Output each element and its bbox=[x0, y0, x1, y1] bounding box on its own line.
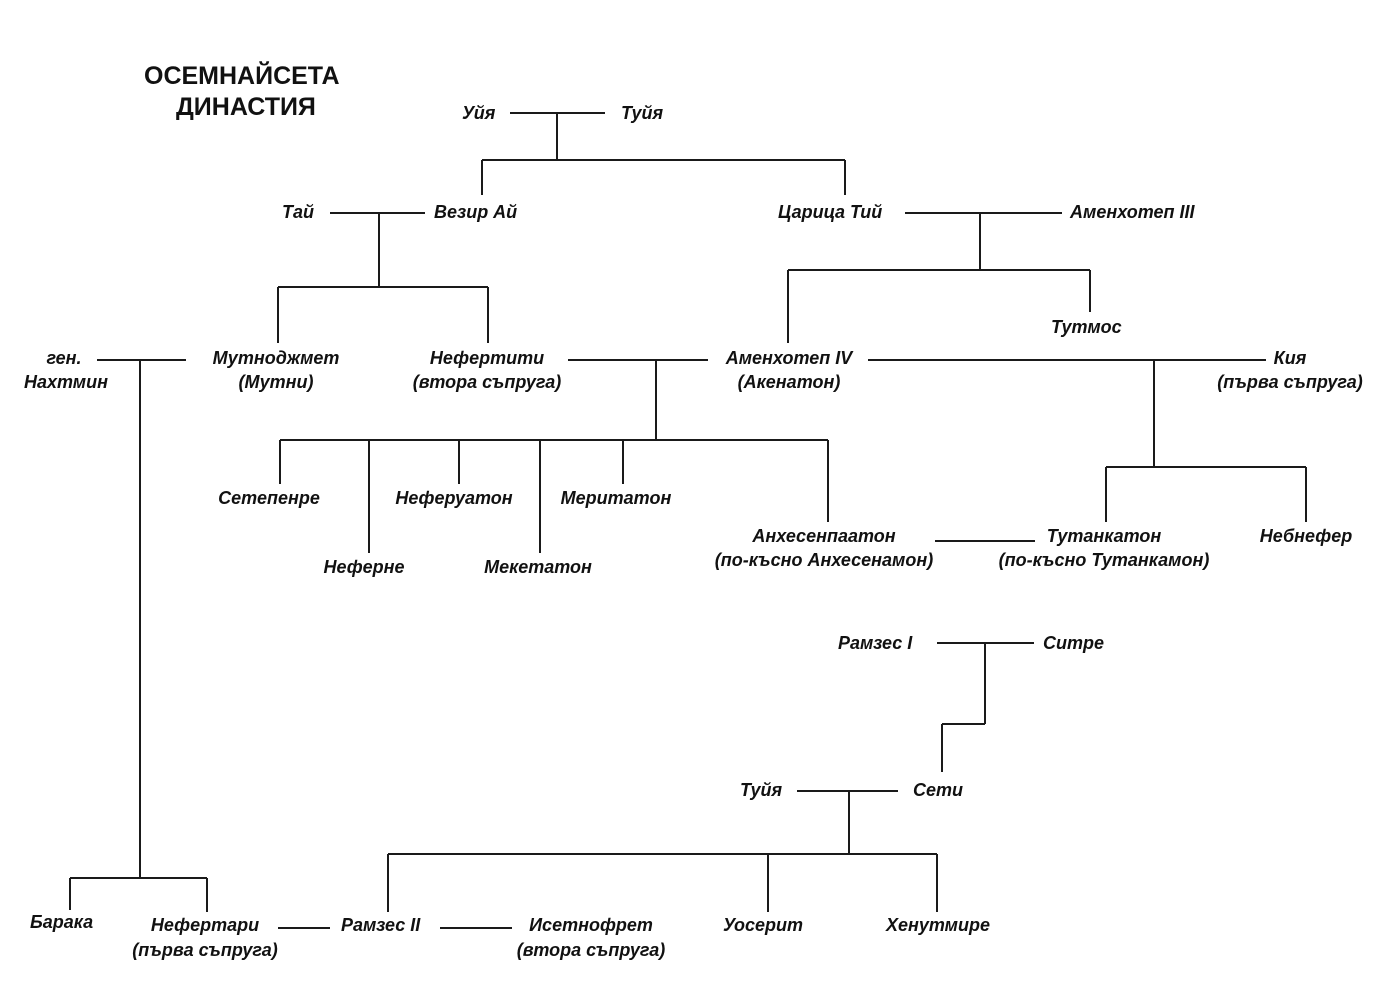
person-baraka: Барака bbox=[30, 912, 94, 932]
person-uya: Уйя bbox=[462, 103, 496, 123]
person-ramzes-i: Рамзес I bbox=[838, 633, 913, 653]
person-nefertiti-note: (втора съпруга) bbox=[412, 372, 562, 392]
diagram-title-line2: ДИНАСТИЯ bbox=[176, 93, 316, 121]
person-anhesenpaaton: Анхесенпаатон bbox=[752, 526, 896, 546]
person-henutmire: Хенутмире bbox=[886, 915, 990, 935]
person-meritaton: Меритатон bbox=[560, 488, 672, 508]
person-neferne: Неферне bbox=[323, 557, 405, 577]
person-ramzes-ii: Рамзес II bbox=[341, 915, 421, 935]
person-userit: Уосерит bbox=[722, 915, 804, 935]
person-tutankaton-note: (по-късно Тутанкамон) bbox=[998, 550, 1210, 570]
person-kiya-note: (първа съпруга) bbox=[1217, 372, 1363, 392]
person-nefertari: Нефертари bbox=[150, 915, 260, 935]
person-vezir-ai: Везир Ай bbox=[434, 202, 518, 222]
person-amenhotep-iv: Аменхотеп IV bbox=[725, 348, 853, 368]
person-tutankaton: Тутанкатон bbox=[1046, 526, 1162, 546]
person-nefertari-note: (първа съпруга) bbox=[132, 940, 278, 960]
person-nahtmin-title: ген. bbox=[46, 348, 82, 368]
person-anhesenpaaton-note: (по-късно Анхесенамон) bbox=[714, 550, 934, 570]
person-mutnodjmet-alias: (Мутни) bbox=[238, 372, 314, 392]
person-tai: Тай bbox=[282, 202, 315, 222]
person-nahtmin: Нахтмин bbox=[24, 372, 108, 392]
person-seti: Сети bbox=[913, 780, 964, 800]
person-amenhotep-iv-alias: (Акенатон) bbox=[737, 372, 841, 392]
person-nefertiti: Нефертити bbox=[429, 348, 545, 368]
person-isetnofret: Исетнофрет bbox=[529, 915, 653, 935]
person-sitre: Ситре bbox=[1043, 633, 1105, 653]
person-neferuaton: Неферуатон bbox=[395, 488, 513, 508]
person-setepenre: Сетепенре bbox=[218, 488, 320, 508]
person-tutmos: Тутмос bbox=[1051, 317, 1122, 337]
person-kiya: Кия bbox=[1273, 348, 1307, 368]
person-tuya: Туйя bbox=[621, 103, 664, 123]
person-tuya-wife-of-seti: Туйя bbox=[740, 780, 783, 800]
person-nebnefer: Небнефер bbox=[1259, 526, 1353, 546]
diagram-title-line1: ОСЕМНАЙСЕТА bbox=[144, 62, 340, 90]
person-isetnofret-note: (втора съпруга) bbox=[516, 940, 666, 960]
person-meketaton: Мекетатон bbox=[484, 557, 592, 577]
person-tsaritsa-tii: Царица Тий bbox=[778, 202, 883, 222]
person-amenhotep-iii: Аменхотеп III bbox=[1070, 202, 1195, 222]
person-mutnodjmet: Мутноджмет bbox=[212, 348, 340, 368]
